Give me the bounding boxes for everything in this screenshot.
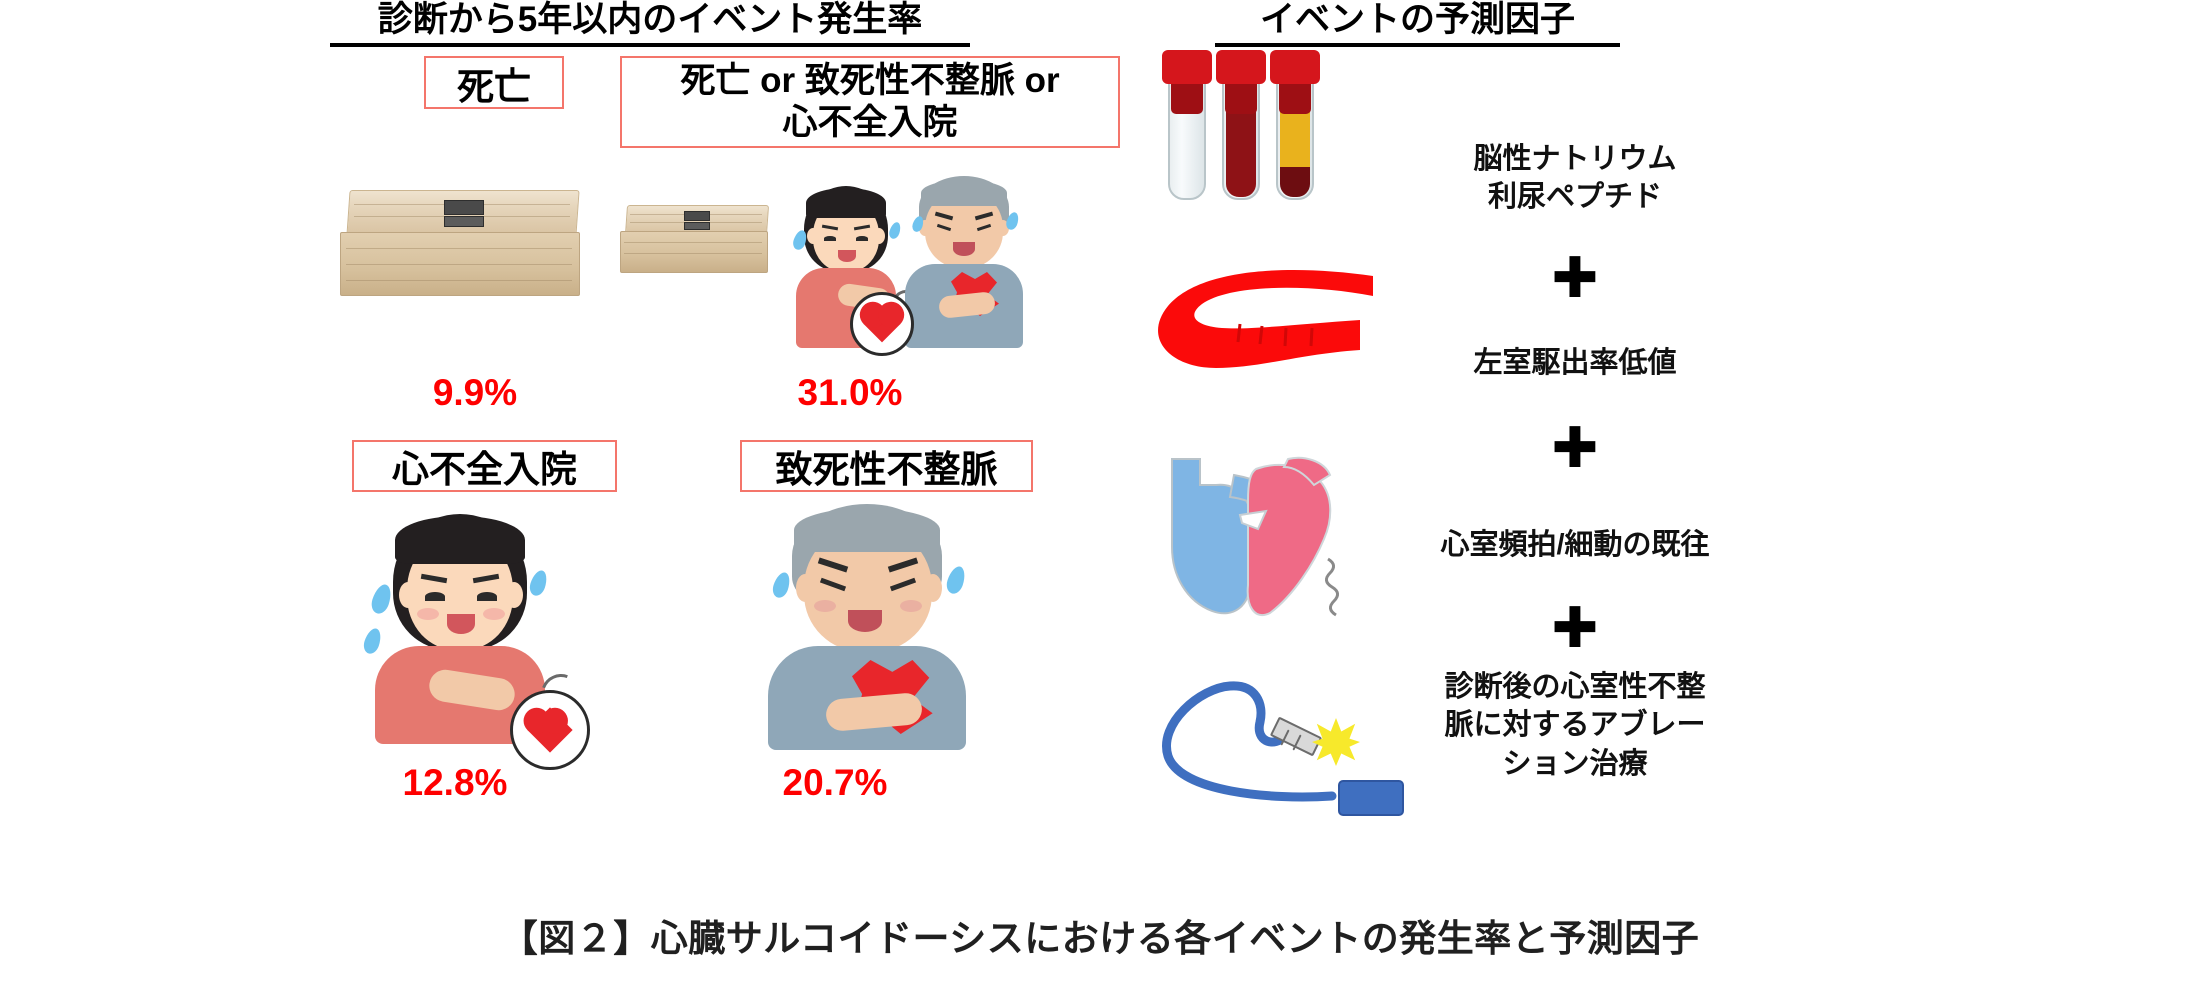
event-label-composite-line1: 死亡 or 致死性不整脈 or	[680, 61, 1060, 100]
echo-lv-svg	[1158, 269, 1373, 368]
event-label-composite-line2: 心不全入院	[782, 103, 958, 142]
event-label-death: 死亡	[424, 56, 564, 109]
rate-composite: 31.0%	[797, 372, 903, 413]
spark-icon	[1312, 718, 1360, 766]
plus-sign-1: ✚	[1551, 246, 1599, 309]
section-heading-predictors: イベントの予測因子	[1215, 1, 1620, 47]
coffin-small-icon	[620, 205, 770, 305]
catheter-svg	[1162, 681, 1337, 802]
predictor-low-lvef-line1: 左室駆出率低値	[1473, 347, 1677, 379]
event-label-composite: 死亡 or 致死性不整脈 or 心不全入院	[620, 56, 1120, 148]
heart-bubble-icon	[850, 292, 914, 356]
event-label-fatal-arrhythmia: 致死性不整脈	[740, 440, 1033, 492]
rate-hf-hospitalization: 12.8%	[402, 762, 508, 803]
blood-test-tubes-icon	[1162, 50, 1338, 202]
predictor-bnp-line2: 利尿ペプチド	[1487, 181, 1662, 214]
heart-anatomy-svg	[1171, 456, 1339, 617]
man-chest-pain-icon	[760, 500, 1010, 750]
predictor-vt-vf-history: 心室頻拍/細動の既往	[1390, 526, 1760, 564]
predictor-vt-vf-history-line1: 心室頻拍/細動の既往	[1440, 529, 1710, 561]
predictor-bnp: 脳性ナトリウム 利尿ペプチド	[1400, 140, 1750, 217]
predictor-ablation-line2: 脈に対するアブレー	[1444, 709, 1706, 742]
rate-death: 9.9%	[432, 372, 518, 413]
heart-anatomy-icon	[1138, 455, 1378, 625]
plus-sign-3: ✚	[1551, 596, 1599, 659]
predictor-ablation-line1: 診断後の心室性不整	[1444, 671, 1706, 703]
predictor-ablation-line3: ション治療	[1502, 747, 1648, 780]
coffin-icon	[340, 190, 580, 340]
heart-bubble-hf-icon	[510, 690, 590, 770]
figure-caption: 【図２】心臓サルコイドーシスにおける各イベントの発生率と予測因子	[500, 918, 1700, 959]
rate-fatal-arrhythmia: 20.7%	[782, 762, 888, 803]
woman-chest-pain-icon	[355, 508, 595, 744]
ablation-catheter-icon	[1160, 672, 1420, 816]
event-label-hf-hospitalization: 心不全入院	[352, 440, 617, 492]
man-chest-pain-small-icon	[895, 172, 1055, 348]
section-heading-event-rates: 診断から5年以内のイベント発生率	[330, 1, 970, 47]
echo-lv-icon	[1130, 258, 1390, 373]
predictor-ablation: 診断後の心室性不整 脈に対するアブレー ション治療	[1400, 668, 1750, 783]
predictor-bnp-line1: 脳性ナトリウム	[1473, 143, 1677, 175]
predictor-low-lvef: 左室駆出率低値	[1400, 344, 1750, 382]
plus-sign-2: ✚	[1551, 416, 1599, 479]
